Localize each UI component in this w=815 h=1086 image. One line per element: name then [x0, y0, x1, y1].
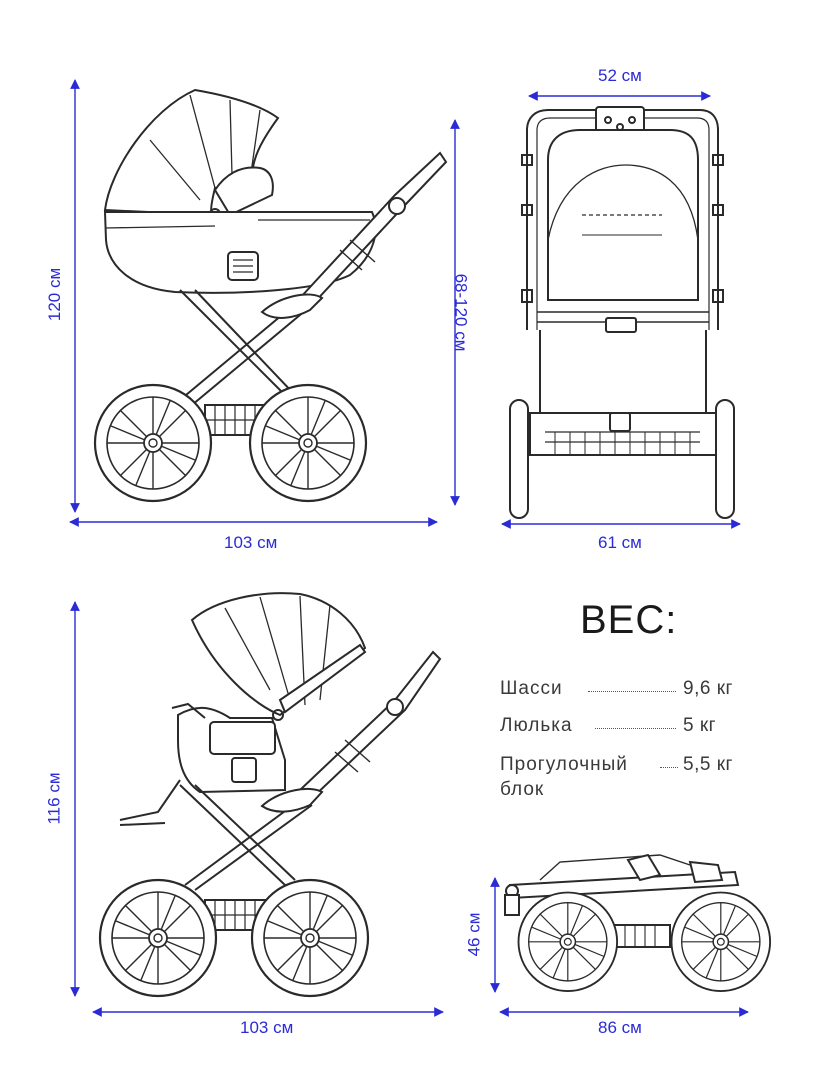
weight-label-line2: блок: [500, 779, 545, 800]
weight-row-seat: Прогулочный блок 5,5 кг: [500, 754, 800, 804]
front-view: [509, 106, 735, 519]
crib-handle-height-label: 68-120 см: [451, 273, 471, 352]
weight-label: Шасси: [500, 678, 563, 699]
dimension-lines: [69, 79, 749, 1017]
crib-height-label: 120 см: [45, 267, 65, 322]
leader-dots: [660, 767, 678, 768]
seat-length-label: 103 см: [240, 1018, 294, 1037]
side-view-seat: [98, 592, 442, 998]
weight-value: 5 кг: [683, 715, 717, 736]
front-width-bottom-label: 61 см: [598, 533, 642, 552]
weight-value: 5,5 кг: [683, 754, 733, 775]
weight-title: ВЕС:: [580, 598, 678, 642]
folded-view: [504, 853, 772, 993]
seat-height-label: 116 см: [44, 772, 64, 825]
weight-label: Люлька: [500, 715, 573, 736]
leader-dots: [588, 691, 676, 692]
leader-dots: [595, 728, 676, 729]
folded-height-label: 46 см: [464, 912, 484, 957]
front-width-top-label: 52 см: [598, 66, 642, 85]
folded-length-label: 86 см: [598, 1018, 642, 1037]
weight-label-line1: Прогулочный: [500, 754, 628, 775]
crib-length-label: 103 см: [224, 533, 278, 552]
side-view-bassinet: [93, 88, 448, 503]
weight-value: 9,6 кг: [683, 678, 733, 699]
